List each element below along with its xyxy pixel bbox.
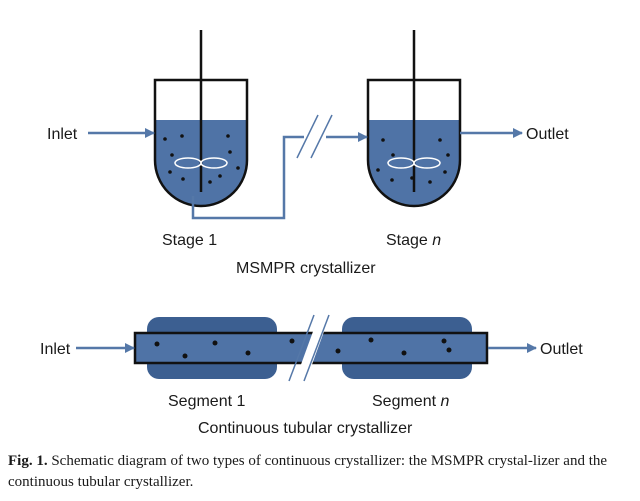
tube-particles	[154, 337, 452, 359]
transfer-line-break-mark	[296, 114, 333, 159]
msmpr-title: MSMPR crystallizer	[236, 260, 376, 277]
stage-n-particles	[376, 138, 450, 184]
stage-n-impeller	[387, 157, 441, 169]
stage-n-label: Stage n	[386, 232, 441, 249]
msmpr-diagram: Inlet Outlet Stage 1 Stage n MSMPR cryst…	[47, 30, 569, 277]
tubular-diagram: Inlet Outlet Segment 1 Segment n Continu…	[40, 314, 583, 437]
caption-text: Schematic diagram of two types of contin…	[8, 453, 608, 490]
stage-1-vessel-outline	[153, 78, 249, 208]
tubular-inlet-label: Inlet	[40, 341, 71, 358]
segment-n-label: Segment n	[372, 393, 449, 410]
segment-1-label: Segment 1	[168, 393, 245, 410]
tubular-outlet-label: Outlet	[540, 341, 583, 358]
tubular-title: Continuous tubular crystallizer	[198, 420, 413, 437]
stage-n-vessel	[366, 30, 462, 208]
stage-1-impeller	[174, 157, 228, 169]
stage-1-label: Stage 1	[162, 232, 217, 249]
stage-1-particles	[163, 134, 240, 184]
msmpr-outlet-label: Outlet	[526, 126, 569, 143]
figure-number: Fig. 1.	[8, 453, 48, 469]
stage-n-vessel-outline	[366, 78, 462, 208]
stage-1-vessel	[153, 30, 249, 208]
tube-break-mark	[288, 314, 330, 382]
diagram: Inlet Outlet Stage 1 Stage n MSMPR cryst…	[40, 30, 583, 437]
figure-caption: Fig. 1. Schematic diagram of two types o…	[8, 451, 630, 493]
msmpr-inlet-label: Inlet	[47, 126, 78, 143]
